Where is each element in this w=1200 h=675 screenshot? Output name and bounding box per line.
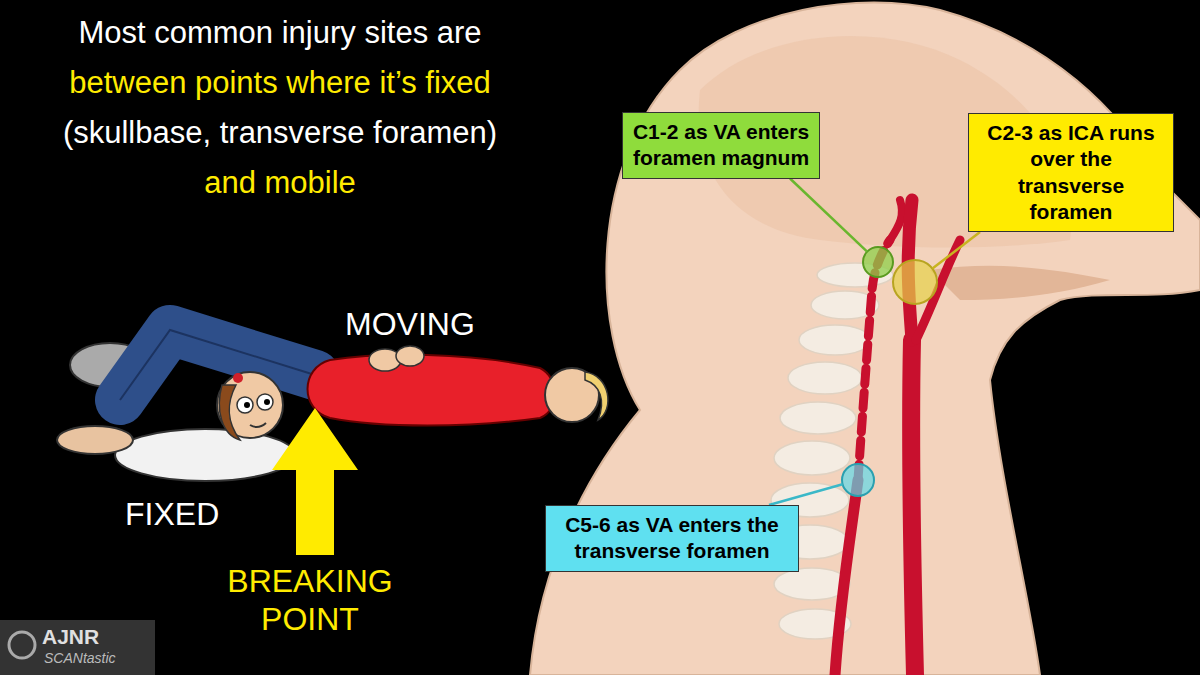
injury-site-yellow (893, 260, 937, 304)
jeans-outline (120, 330, 315, 400)
motion-label: MOVING (345, 305, 515, 343)
heading-line: Most common injury sites are (0, 14, 560, 51)
watermark-logo (9, 632, 35, 658)
leader-line (790, 179, 867, 252)
callout-text: C2-3 as ICA runs over the transverse for… (977, 120, 1165, 225)
breaking-point-arrow (272, 408, 358, 555)
jeans (120, 330, 315, 400)
callout-box: C2-3 as ICA runs over the transverse for… (968, 113, 1174, 232)
vertebral-artery (835, 480, 858, 675)
watermark: SCANtastic (44, 650, 154, 667)
spine (771, 263, 893, 639)
blond-hair (585, 372, 608, 420)
watermark: AJNR (42, 624, 152, 649)
callout-text: C1-2 as VA enters foramen magnum (631, 119, 811, 172)
head-silhouette (530, 3, 1200, 675)
common-carotid (911, 340, 915, 675)
heading-line: (skullbase, transverse foramen) (0, 114, 560, 151)
leader-line (932, 232, 980, 269)
eye (237, 397, 253, 413)
mouth (250, 423, 266, 427)
pupil (244, 402, 250, 408)
hand (396, 346, 424, 366)
floor-person-body (115, 429, 295, 481)
heading-line: between points where it’s fixed (0, 64, 560, 101)
floor-person-hair (219, 385, 240, 440)
callout-text: C5-6 as VA enters the transverse foramen (554, 512, 790, 565)
red-shirt-body (308, 355, 556, 426)
fixed-label: FIXED (125, 495, 255, 533)
leader-line (769, 484, 843, 505)
breaking-point-label: BREAKING POINT (205, 562, 415, 639)
watermark-box (0, 620, 155, 675)
injury-site-green (863, 247, 893, 277)
vertebral-artery-top (890, 200, 902, 240)
bruise (233, 373, 243, 383)
jaw-shade (930, 266, 1110, 300)
foot (57, 426, 133, 454)
callout-box: C1-2 as VA enters foramen magnum (622, 112, 820, 179)
eye (257, 394, 273, 410)
injury-site-cyan (842, 464, 874, 496)
pupil (264, 399, 270, 405)
heading-line: and mobile (0, 164, 560, 201)
callout-box: C5-6 as VA enters the transverse foramen (545, 505, 799, 572)
